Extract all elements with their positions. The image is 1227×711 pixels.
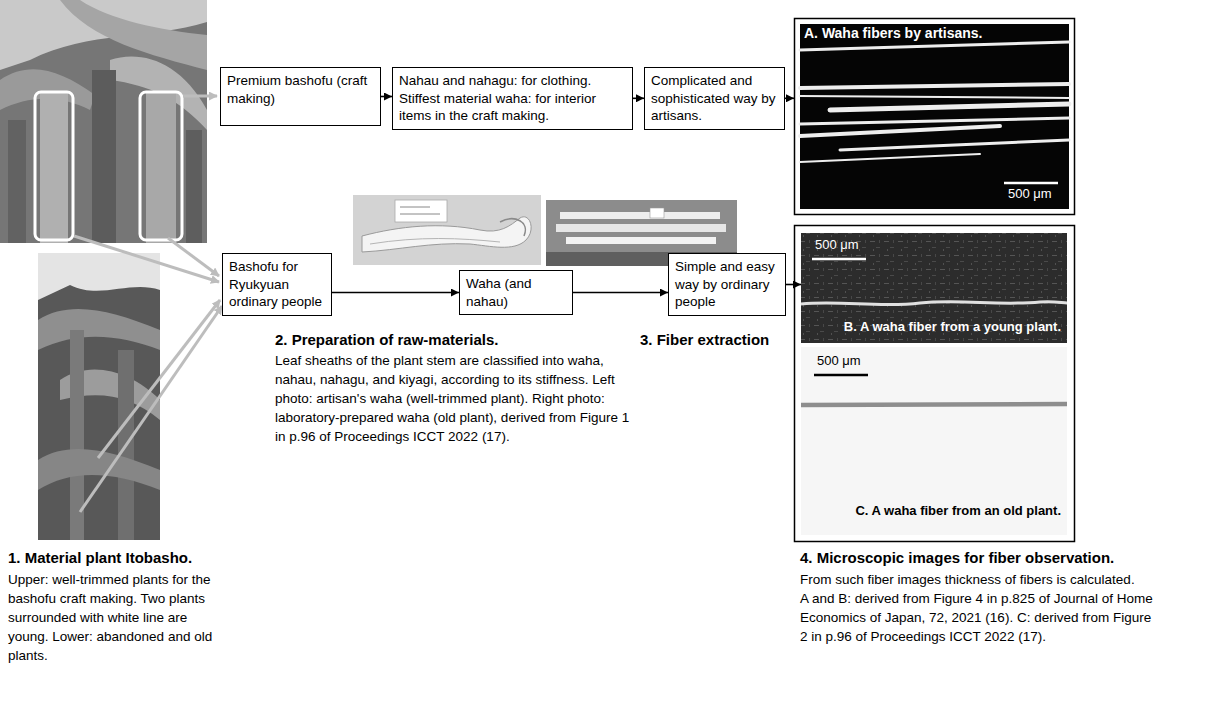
caption-text: From such fiber images thickness of fibe…: [800, 570, 1162, 589]
panel-label: C. A waha fiber from an old plant.: [855, 503, 1061, 519]
micrograph-a: [795, 19, 1075, 215]
waha-photo-artisan: [353, 195, 541, 265]
section-heading: 2. Preparation of raw-materials.: [275, 330, 635, 350]
box-text: Complicated and sophisticated way by art…: [651, 72, 778, 125]
micrograph-panel: 500 μm C. A waha fiber from an old plant.: [801, 347, 1067, 535]
section-heading: 4. Microscopic images for fiber observat…: [800, 548, 1220, 568]
flow-arrow: [786, 284, 801, 286]
caption-text: Leaf sheaths of the plant stem are class…: [275, 351, 635, 446]
box-text: Bashofu for Ryukyuan ordinary people: [229, 258, 325, 311]
process-box: Simple and easy way by ordinary people: [668, 253, 786, 316]
caption-text: Upper: well-trimmed plants for the basho…: [8, 570, 222, 665]
process-box: Complicated and sophisticated way by art…: [644, 67, 785, 130]
box-text: Waha (and nahau): [466, 275, 566, 310]
micrograph-panel: A. Waha fibers by artisans. 500 μm: [794, 18, 1074, 214]
micrograph-c: [801, 347, 1067, 535]
box-text: Premium bashofu (craft making): [227, 72, 374, 107]
panel-label: B. A waha fiber from a young plant.: [844, 319, 1061, 335]
flow-arrow: [332, 292, 459, 294]
box-text: Nahau and nahagu: for clothing. Stiffest…: [399, 72, 626, 125]
flow-arrow: [573, 292, 668, 294]
process-box: Premium bashofu (craft making): [220, 67, 381, 126]
process-box: Bashofu for Ryukyuan ordinary people: [222, 253, 332, 316]
panel-label: A. Waha fibers by artisans.: [804, 25, 982, 42]
micrograph-b: [801, 233, 1067, 343]
section-heading: 3. Fiber extraction: [640, 330, 840, 350]
flow-arrow: [381, 96, 392, 98]
box-text: Simple and easy way by ordinary people: [675, 258, 779, 311]
plant-photo-upper: [0, 0, 207, 243]
caption-text: A and B: derived from Figure 4 in p.825 …: [800, 589, 1162, 646]
micrograph-frame: [795, 226, 1075, 542]
micrograph-panel: 500 μm B. A waha fiber from a young plant…: [801, 233, 1067, 343]
process-box: Nahau and nahagu: for clothing. Stiffest…: [392, 67, 633, 130]
photo-arrows: [74, 96, 222, 512]
process-box: Waha (and nahau): [459, 270, 573, 315]
flow-arrow: [785, 98, 794, 100]
scale-label: 500 μm: [817, 353, 861, 369]
flow-arrow: [633, 98, 644, 100]
scale-label: 500 μm: [1008, 186, 1052, 202]
section-heading: 1. Material plant Itobasho.: [8, 548, 270, 568]
plant-photo-lower: [38, 253, 160, 540]
scale-label: 500 μm: [815, 237, 859, 253]
